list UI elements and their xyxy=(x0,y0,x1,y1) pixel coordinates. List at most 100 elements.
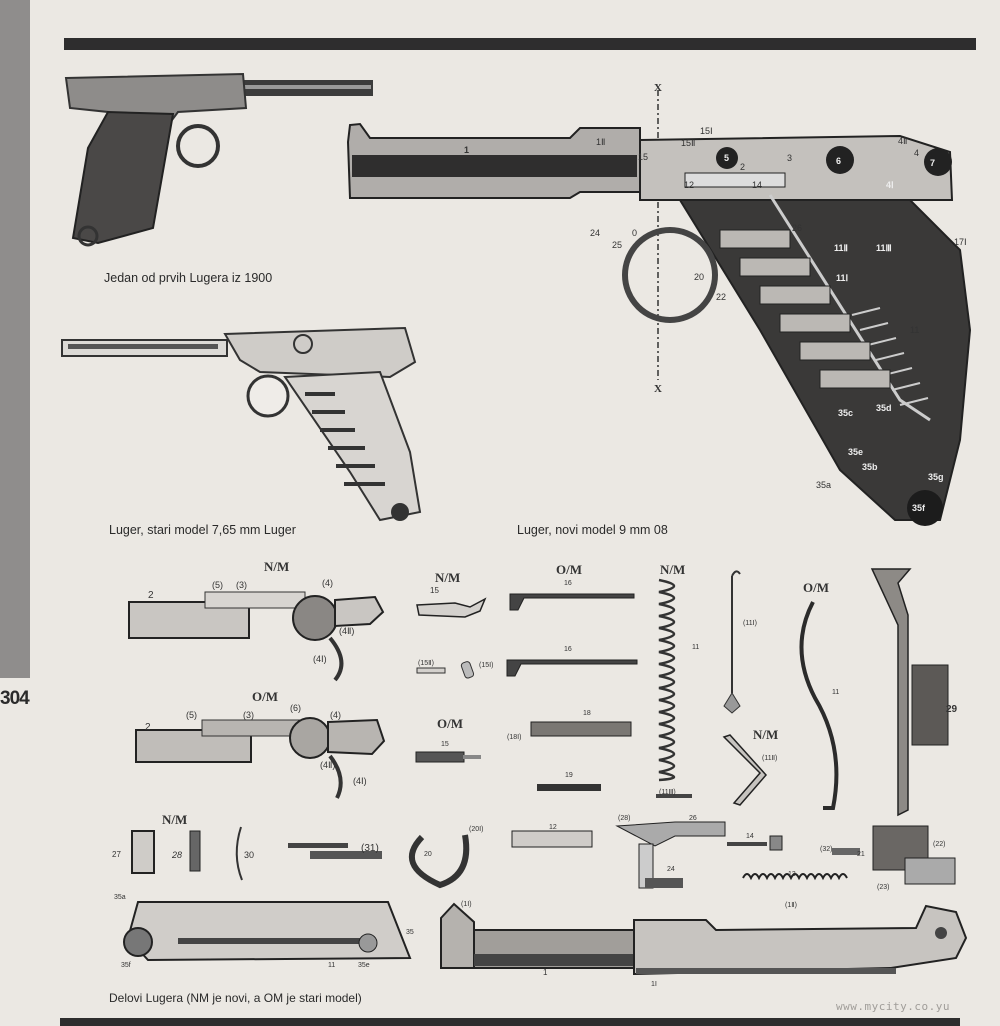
part-label: 16 xyxy=(564,580,572,587)
tag-toggle-old: O/M xyxy=(252,689,278,704)
part-label: 35a xyxy=(114,894,126,901)
cutaway-label: 35a xyxy=(816,480,832,490)
page-margin-strip xyxy=(0,0,30,678)
part-label: 16 xyxy=(564,646,572,653)
cutaway-label: 35d xyxy=(876,403,892,413)
part-label: 15 xyxy=(430,586,439,595)
cutaway-label: 4Ⅱ xyxy=(898,136,908,146)
part-label: (20Ⅰ) xyxy=(469,826,484,833)
part-label: 26 xyxy=(689,815,697,822)
part-label: 35 xyxy=(406,929,414,936)
part-label: 28 xyxy=(172,850,183,860)
cutaway-label: 14 xyxy=(752,180,763,190)
part-label: 12 xyxy=(549,824,557,831)
cutaway-label: 15Ⅱ xyxy=(681,138,696,148)
small-parts-row xyxy=(131,826,593,889)
part-label: (31) xyxy=(361,843,379,854)
safety-small-parts xyxy=(416,661,475,679)
caption-early-luger: Jedan od prvih Lugera iz 1900 xyxy=(104,271,273,285)
safety-lever-new xyxy=(416,597,487,618)
recoil-spring xyxy=(656,578,692,798)
cutaway-label: 35c xyxy=(838,408,854,418)
safety-bar-old xyxy=(415,751,481,763)
part-label: 1Ⅰ xyxy=(651,981,657,988)
part-label: (5) xyxy=(186,710,197,720)
lever-new xyxy=(722,734,768,806)
part-label: (4Ⅰ) xyxy=(313,654,327,664)
sideplate-lower xyxy=(506,659,638,677)
caption-parts: Delovi Lugera (NM je novi, a OM je stari… xyxy=(109,991,362,1005)
part-label: (1Ⅱ) xyxy=(785,902,798,909)
part-label: (23) xyxy=(877,884,890,891)
cutaway-label: 11Ⅲ xyxy=(876,243,892,253)
hold-open-bar xyxy=(537,784,601,791)
caption-new-model: Luger, novi model 9 mm 08 xyxy=(517,523,668,537)
part-label: (18Ⅰ) xyxy=(507,734,522,741)
part-label: 18 xyxy=(583,710,591,717)
cutaway-axis-bottom: X xyxy=(654,383,662,395)
cutaway-label: 5 xyxy=(724,153,730,163)
part-label: 11 xyxy=(832,689,840,696)
part-label: 20 xyxy=(424,851,432,858)
cutaway-label: 17Ⅰ xyxy=(954,237,967,247)
cutaway-label: 11 xyxy=(910,325,920,335)
early-luger-illustration xyxy=(64,72,373,247)
part-label: (11Ⅲ) xyxy=(659,789,676,796)
cutaway-axis-top: X xyxy=(654,82,662,94)
part-label: 29 xyxy=(946,704,958,715)
part-label: 2 xyxy=(145,722,151,733)
part-label: (28) xyxy=(618,815,631,822)
part-label: 30 xyxy=(244,850,255,860)
cutaway-label: 6 xyxy=(836,156,842,166)
part-label: (4) xyxy=(322,578,333,588)
part-label: (32) xyxy=(820,846,833,853)
tag-lever-new: N/M xyxy=(753,727,779,742)
cutaway-label: 26 xyxy=(792,223,803,233)
part-label: (5) xyxy=(212,580,223,590)
part-label: (6) xyxy=(290,703,301,713)
bottom-rule xyxy=(60,1018,960,1026)
magazine xyxy=(123,901,412,962)
cutaway-label: 11Ⅰ xyxy=(836,273,849,283)
watermark: www.mycity.co.yu xyxy=(836,1000,950,1013)
part-label: 11 xyxy=(328,962,336,969)
cutaway-label: 4 xyxy=(914,148,920,158)
part-label: 11 xyxy=(692,644,700,651)
tag-toggle-new: N/M xyxy=(264,559,290,574)
cutaway-label: 35f xyxy=(912,503,926,513)
part-label: 1 xyxy=(543,968,548,977)
part-label: 2 xyxy=(148,590,154,601)
grip-safety xyxy=(870,568,949,817)
cutaway-label: 1Ⅱ xyxy=(596,137,606,147)
part-label: 21 xyxy=(857,851,865,858)
cutaway-label: 20 xyxy=(694,272,705,282)
cutaway-label: 35g xyxy=(928,472,944,482)
part-label: 27 xyxy=(112,850,121,859)
tag-spring-old: O/M xyxy=(803,580,829,595)
old-model-luger-illustration xyxy=(61,326,422,522)
part-label: (11Ⅱ) xyxy=(762,755,778,762)
cutaway-label: 15 xyxy=(638,152,649,162)
mainspring-old xyxy=(799,601,839,810)
part-label: (22) xyxy=(933,841,946,848)
barrel-receiver xyxy=(440,902,968,976)
spring-guide-rod xyxy=(723,570,741,714)
cutaway-label: 24 xyxy=(590,228,601,238)
new-model-cutaway-illustration xyxy=(346,90,972,526)
part-label: 13 xyxy=(788,871,796,878)
part-label: 14 xyxy=(746,833,754,840)
sideplate-upper xyxy=(509,593,635,611)
tag-sideplates-old: O/M xyxy=(556,562,582,577)
part-label: 35f xyxy=(121,962,131,969)
part-label: (3) xyxy=(243,710,254,720)
cutaway-label: 22 xyxy=(716,292,727,302)
cutaway-label: 7 xyxy=(930,158,936,168)
cutaway-label: 12 xyxy=(684,180,695,190)
tag-small-parts-new: N/M xyxy=(162,812,188,827)
part-label: (3) xyxy=(236,580,247,590)
part-label: (4Ⅱ) xyxy=(339,626,355,636)
part-label: (11Ⅰ) xyxy=(743,620,757,627)
part-label: (15Ⅰ) xyxy=(479,662,494,669)
toggle-assembly-old xyxy=(135,717,386,799)
part-label: (1Ⅰ) xyxy=(461,901,472,908)
